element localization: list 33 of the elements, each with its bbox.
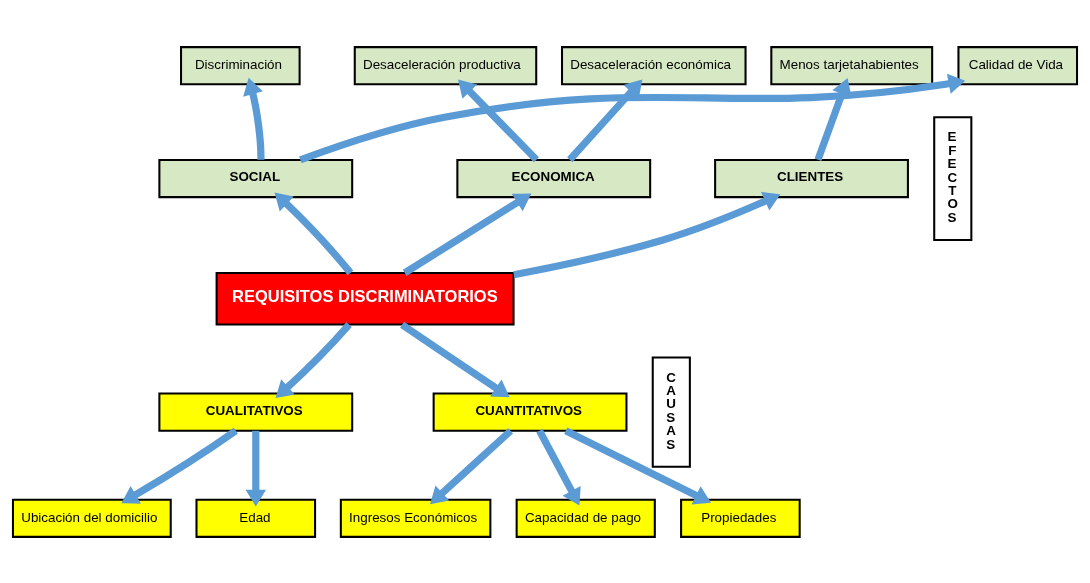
node-box: Ingresos Económicos bbox=[339, 498, 492, 538]
arrow bbox=[299, 73, 966, 163]
arrow bbox=[275, 321, 352, 398]
arrow bbox=[536, 428, 581, 506]
node-box: EFECTOS bbox=[933, 115, 973, 241]
arrow bbox=[402, 193, 532, 276]
arrow bbox=[564, 427, 712, 505]
arrow bbox=[513, 191, 781, 278]
node-box: Edad bbox=[195, 498, 317, 538]
node-box: CAUSAS bbox=[651, 355, 691, 468]
node-box: Calidad de Vida bbox=[957, 45, 1079, 85]
node-box: Discriminación bbox=[180, 45, 301, 85]
node-box: ECONOMICA bbox=[456, 158, 652, 198]
node-box: Ubicación del domicilio bbox=[11, 498, 172, 538]
node-box: Desaceleración productiva bbox=[353, 45, 538, 85]
node-box: CUALITATIVOS bbox=[158, 392, 354, 432]
node-box: Capacidad de pago bbox=[515, 498, 656, 538]
node-box: CUANTITATIVOS bbox=[432, 392, 628, 432]
arrow bbox=[243, 77, 265, 160]
node-box: REQUISITOS DISCRIMINATORIOS bbox=[215, 271, 515, 325]
arrow bbox=[567, 78, 643, 162]
arrow bbox=[121, 427, 238, 504]
arrow bbox=[274, 192, 354, 275]
arrow bbox=[814, 77, 852, 161]
arrow bbox=[430, 427, 514, 504]
node-box: Menos tarjetahabientes bbox=[770, 45, 934, 85]
arrow bbox=[458, 79, 539, 162]
node-box: Desaceleración económica bbox=[561, 45, 747, 85]
arrow bbox=[245, 430, 267, 506]
node-box: SOCIAL bbox=[158, 158, 354, 198]
arrow bbox=[400, 321, 510, 397]
node-box: CLIENTES bbox=[714, 158, 909, 198]
node-box: Propiedades bbox=[680, 498, 801, 538]
